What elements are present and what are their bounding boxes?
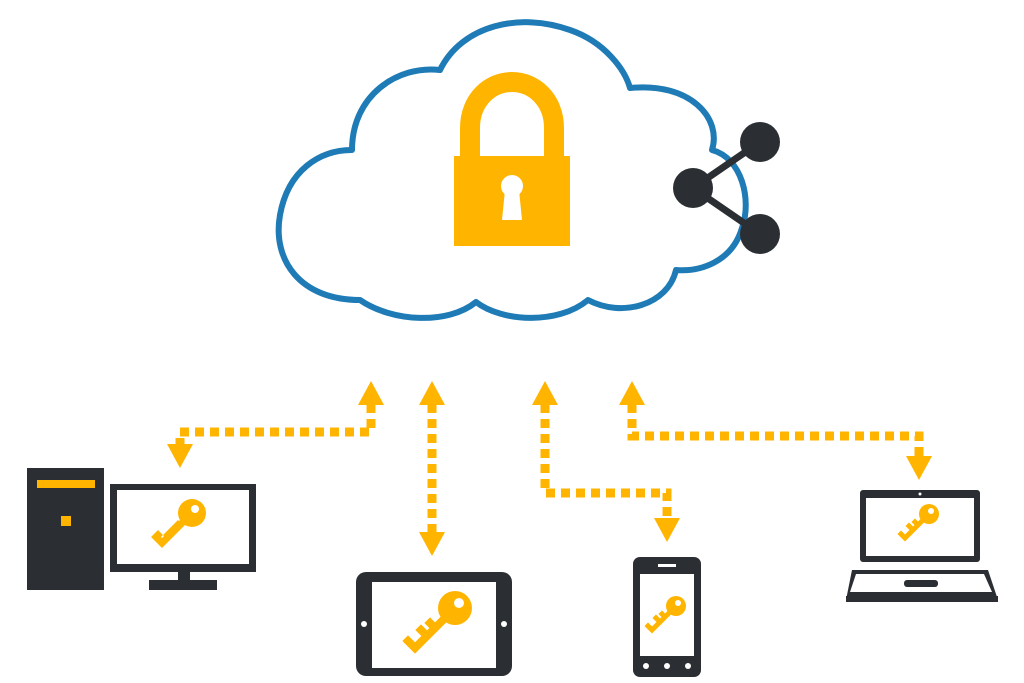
- arrow-down-icon: [906, 456, 932, 480]
- smartphone-icon: [633, 557, 701, 677]
- arrow-down-icon: [419, 532, 445, 556]
- connection-laptop: [619, 381, 932, 480]
- arrow-up-icon: [419, 381, 445, 405]
- arrow-up-icon: [532, 381, 558, 405]
- connection-tablet: [419, 381, 445, 556]
- computer-tower: [27, 468, 104, 590]
- connection-phone: [532, 381, 680, 542]
- padlock-icon: [454, 71, 570, 246]
- connection-desktop: [167, 381, 384, 468]
- share-icon: [673, 122, 780, 254]
- arrow-up-icon: [358, 381, 384, 405]
- arrow-down-icon: [167, 444, 193, 468]
- key-icon: [644, 596, 686, 634]
- key-icon: [897, 504, 939, 542]
- arrow-down-icon: [654, 518, 680, 542]
- arrow-up-icon: [619, 381, 645, 405]
- key-icon: [151, 499, 206, 548]
- laptop-icon: [846, 490, 998, 602]
- tablet-icon: [356, 572, 512, 676]
- desktop-computer-icon: [27, 468, 256, 590]
- key-icon: [402, 591, 472, 654]
